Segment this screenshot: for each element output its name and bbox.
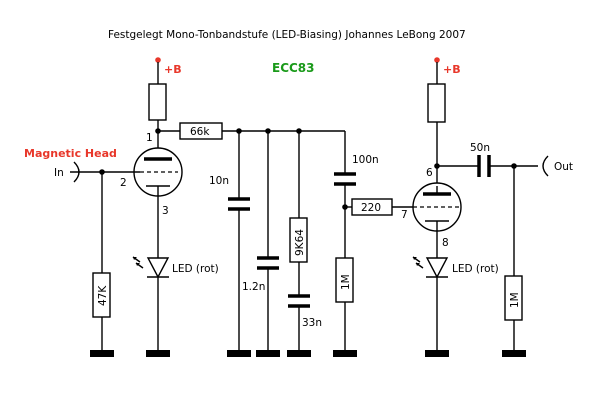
plate-resistor-v2 [427,83,446,123]
cap-10n-label: 10n [209,175,229,187]
v2-cathode-pin: 8 [442,237,449,249]
ground-icon [146,350,170,357]
ground-icon [502,350,526,357]
tube-v2 [412,182,462,232]
v1-grid-pin: 2 [120,177,127,189]
resistor-9k64-label: 9K64 [294,229,306,256]
resistor-47k-label: 47K [97,285,109,306]
led-2-icon [425,257,449,279]
cap-33n-label: 33n [302,317,322,329]
plate-resistor-v1 [148,83,167,121]
cap-100n-label: 100n [352,154,379,166]
led-1-light-icon [132,256,144,269]
resistor-66k-label: 66k [190,126,210,138]
v1-cathode-pin: 3 [162,205,169,217]
schematic-title: Festgelegt Mono-Tonbandstufe (LED-Biasin… [108,29,466,41]
led-2-light-icon [412,256,424,269]
ground-icon [256,350,280,357]
ground-icon [425,350,449,357]
ground-icon [287,350,311,357]
output-jack-icon [542,155,549,177]
ground-icon [90,350,114,357]
supply-right-label: +B [443,63,461,76]
led-2-label: LED (rot) [452,263,499,275]
supply-left: +B [155,57,182,84]
resistor-1m-grid-label: 1M [340,274,352,290]
v1-plate-pin: 1 [146,132,153,144]
tube-v1 [133,147,183,197]
v2-plate-pin: 6 [426,167,433,179]
output-label: Out [554,161,573,173]
input-label: In [54,167,64,179]
supply-right-terminal [434,57,440,63]
input-jack-icon [73,161,80,183]
led-1-label: LED (rot) [172,263,219,275]
supply-right: +B [434,57,461,84]
ground-icon [333,350,357,357]
resistor-1m-output-label: 1M [509,292,521,308]
ground-icon [227,350,251,357]
led-1-icon [146,257,170,279]
supply-left-terminal [155,57,161,63]
tube-type-label: ECC83 [272,61,315,75]
supply-left-label: +B [164,63,182,76]
v2-grid-pin: 7 [401,209,408,221]
resistor-220-label: 220 [361,202,381,214]
cap-50n-label: 50n [470,142,490,154]
input-source-label: Magnetic Head [24,147,117,160]
cap-1n2-label: 1.2n [242,281,265,293]
